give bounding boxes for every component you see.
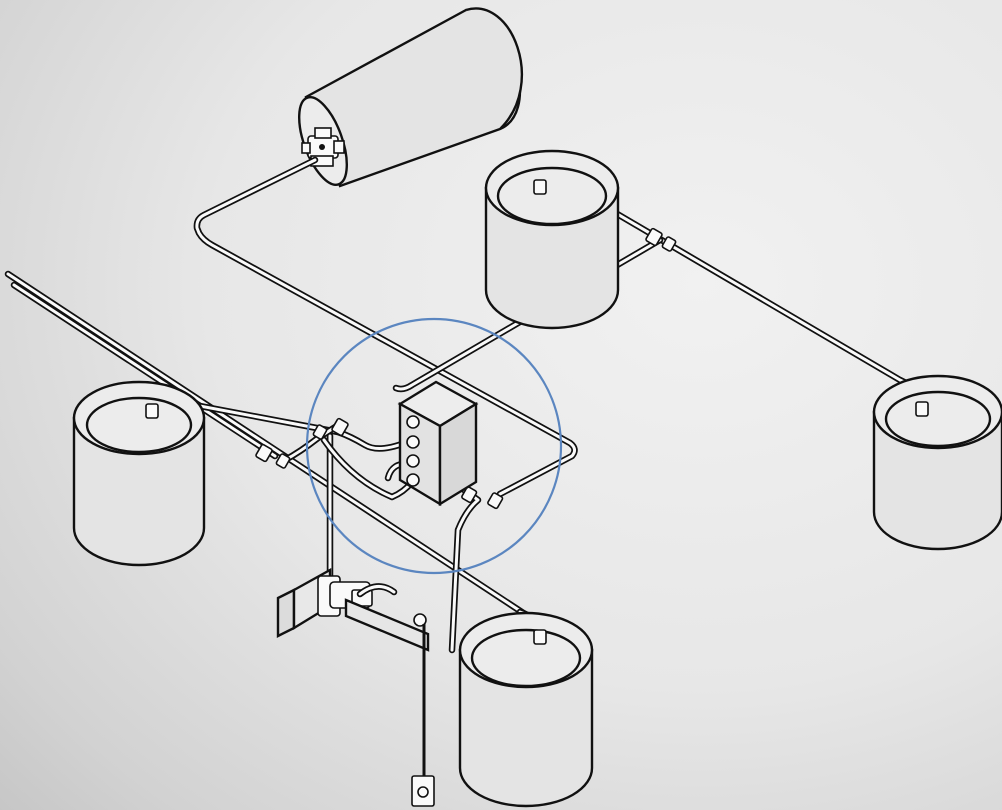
air-spring-front-right <box>484 149 620 330</box>
valve-block-highlight <box>305 317 563 575</box>
air-spring-rear-right <box>872 374 1002 551</box>
height-sensor <box>344 583 435 807</box>
tank-valve <box>301 127 345 167</box>
mounting-bracket <box>276 567 373 638</box>
air-spring-rear-left <box>458 611 594 808</box>
line-connectors <box>255 227 677 510</box>
air-spring-front-left <box>72 380 206 567</box>
valve-block <box>397 380 479 507</box>
spring-fittings <box>145 179 929 645</box>
